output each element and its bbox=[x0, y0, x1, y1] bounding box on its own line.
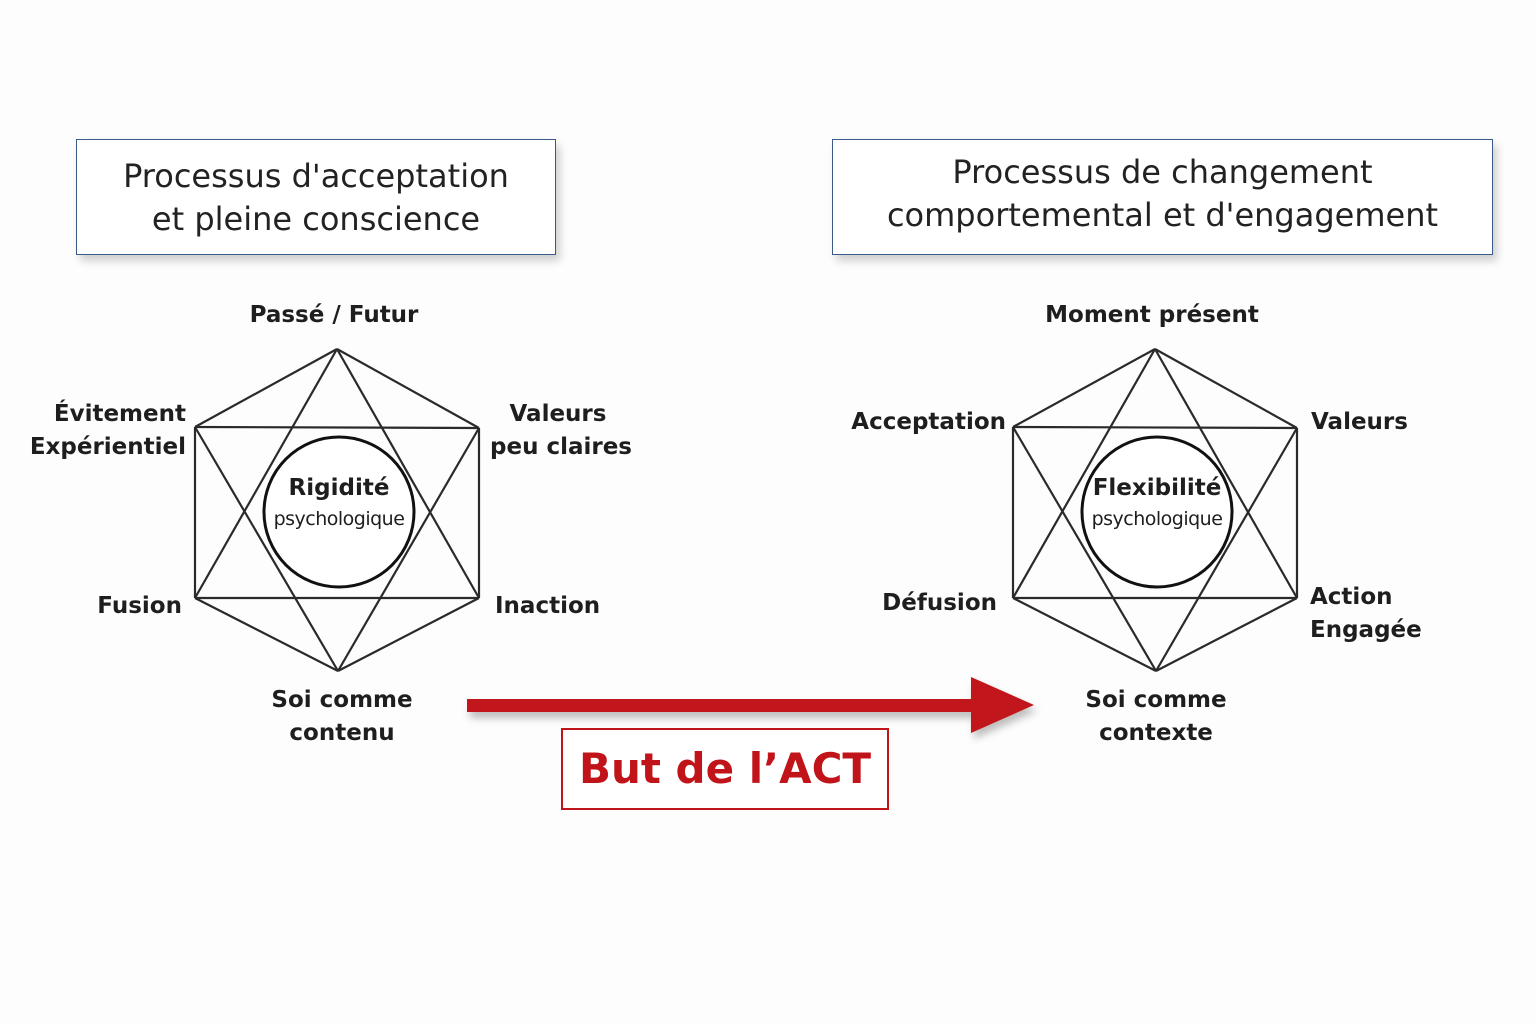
label-line: Engagée bbox=[1310, 617, 1422, 643]
hexaflex-line bbox=[1154, 348, 1298, 599]
label-line: Action bbox=[1310, 584, 1393, 610]
label-unclear-values: Valeurs peu claires bbox=[490, 398, 632, 464]
label-line: peu claires bbox=[490, 434, 632, 460]
hexaflex-right bbox=[1011, 348, 1299, 672]
center-line: psychologique bbox=[273, 508, 405, 530]
label-self-as-context: Soi comme contexte bbox=[1066, 684, 1246, 750]
hexaflex-line bbox=[194, 597, 339, 672]
hexaflex-line bbox=[194, 426, 339, 672]
hexaflex-line bbox=[1012, 348, 1156, 428]
label-line: contenu bbox=[289, 720, 395, 746]
label-inaction: Inaction bbox=[495, 593, 601, 619]
label-line: contexte bbox=[1099, 720, 1213, 746]
center-rigidity: Rigidité psychologique bbox=[259, 472, 419, 534]
header-line: Processus d'acceptation bbox=[123, 157, 509, 195]
hexaflex-line bbox=[194, 425, 480, 430]
center-line: Flexibilité bbox=[1092, 475, 1222, 501]
header-line: comportemental et d'engagement bbox=[886, 196, 1439, 234]
hexaflex-line bbox=[1154, 348, 1298, 429]
label-line: Soi comme bbox=[1085, 687, 1227, 713]
header-box-change: Processus de changement comportemental e… bbox=[832, 139, 1493, 255]
label-acceptance: Acceptation bbox=[851, 409, 1006, 435]
hexaflex-line bbox=[337, 427, 480, 672]
hexaflex-line bbox=[336, 348, 480, 429]
hexaflex-left bbox=[193, 348, 481, 672]
label-committed-action: Action Engagée bbox=[1310, 581, 1422, 647]
center-circle bbox=[262, 435, 416, 589]
label-present-moment: Moment présent bbox=[1045, 302, 1259, 328]
label-experiential-avoidance: Évitement Expérientiel bbox=[20, 398, 186, 464]
hexaflex-line bbox=[194, 348, 338, 428]
hexaflex-line bbox=[194, 348, 338, 599]
center-line: Rigidité bbox=[288, 475, 390, 501]
hexaflex-line bbox=[1012, 597, 1157, 672]
label-line: Expérientiel bbox=[29, 434, 186, 460]
label-fusion: Fusion bbox=[97, 593, 182, 619]
hexaflex-line bbox=[1012, 426, 1157, 672]
hexaflex-line bbox=[1012, 425, 1298, 430]
act-goal-label: But de l’ACT bbox=[561, 728, 889, 810]
label-line: Soi comme bbox=[271, 687, 413, 713]
label-line: Valeurs bbox=[509, 401, 607, 427]
label-past-future: Passé / Futur bbox=[249, 302, 419, 328]
center-line: psychologique bbox=[1091, 508, 1223, 530]
hexaflex-line bbox=[1012, 348, 1156, 599]
hexaflex-line bbox=[1155, 597, 1298, 672]
center-flexibility: Flexibilité psychologique bbox=[1077, 472, 1237, 534]
label-self-as-content: Soi comme contenu bbox=[252, 684, 432, 750]
hexaflex-line bbox=[337, 597, 480, 672]
goal-arrow bbox=[467, 677, 1034, 733]
header-box-acceptance: Processus d'acceptation et pleine consci… bbox=[76, 139, 556, 255]
header-line: Processus de changement bbox=[952, 153, 1373, 191]
hexaflex-line bbox=[1155, 427, 1298, 672]
hexaflex-line bbox=[336, 348, 480, 599]
label-defusion: Défusion bbox=[882, 590, 997, 616]
label-line: Évitement bbox=[53, 401, 186, 427]
header-line: et pleine conscience bbox=[151, 200, 481, 238]
center-circle bbox=[1080, 435, 1234, 589]
label-values: Valeurs bbox=[1311, 409, 1408, 435]
